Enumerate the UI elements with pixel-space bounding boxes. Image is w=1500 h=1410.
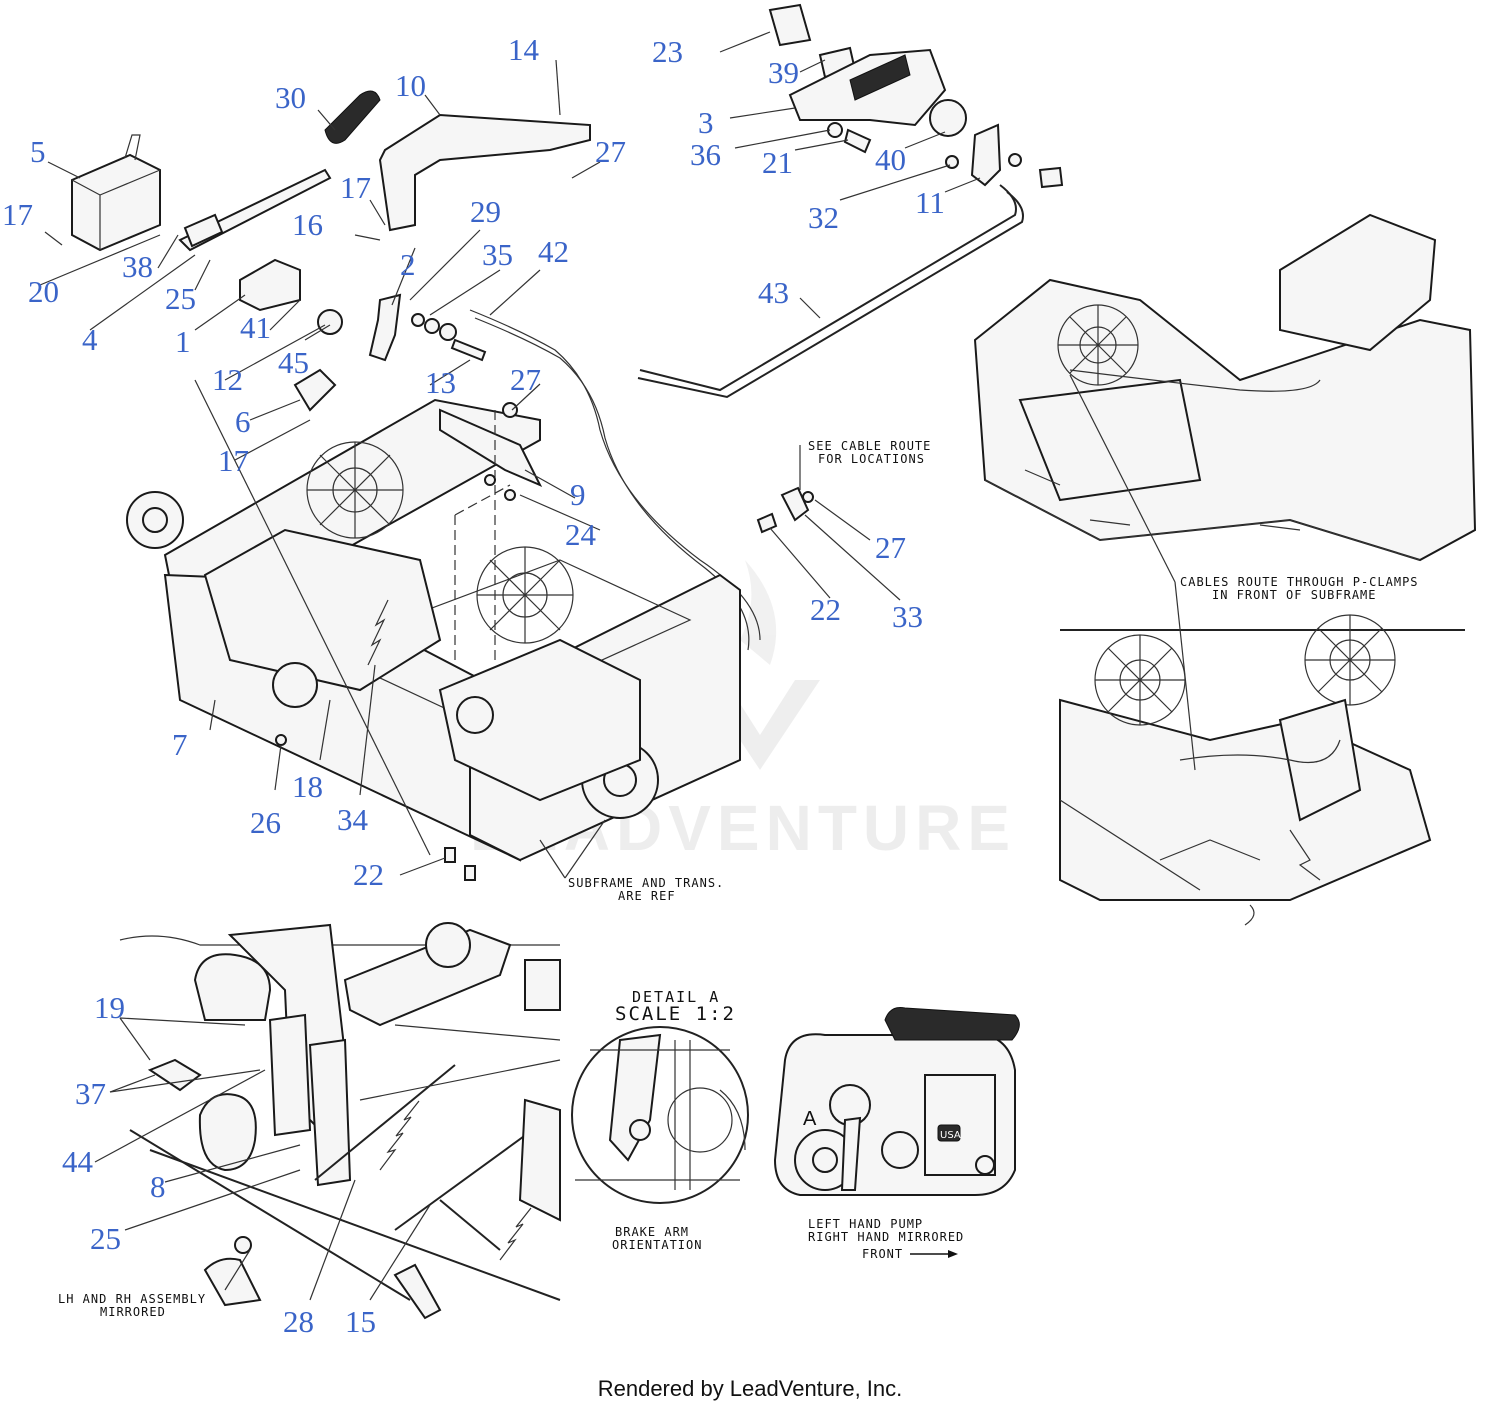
callout-25-b: 25 (90, 1221, 121, 1256)
callout-13: 13 (425, 365, 456, 400)
callout-4: 4 (82, 322, 98, 357)
brake-assembly (637, 3, 1064, 399)
callout-44: 44 (62, 1144, 94, 1179)
callout-29: 29 (470, 194, 501, 229)
cable-route-view (1059, 614, 1465, 926)
diagram-notes: SEE CABLE ROUTE FOR LOCATIONS CABLES ROU… (58, 439, 1419, 1319)
front-arrow-icon (910, 1250, 958, 1258)
installed-view-top (973, 213, 1477, 562)
note-front: FRONT (862, 1247, 903, 1261)
callout-20: 20 (28, 274, 59, 309)
callout-9: 9 (570, 477, 586, 512)
callout-numbers: 5 17 20 38 25 4 1 41 12 45 6 17 30 10 14… (2, 32, 945, 1339)
callout-19: 19 (94, 990, 125, 1025)
control-lever-assembly (71, 90, 761, 651)
callout-17-b: 17 (218, 443, 249, 478)
subframe-and-transmissions (126, 398, 814, 881)
callout-34: 34 (337, 802, 369, 837)
note-are-ref: ARE REF (618, 889, 676, 903)
callout-22-a: 22 (810, 592, 841, 627)
left-hand-pump: USA A (773, 1007, 1020, 1196)
callout-5: 5 (30, 134, 46, 169)
callout-39: 39 (768, 55, 799, 90)
callout-12: 12 (212, 362, 243, 397)
usa-badge: USA (940, 1130, 961, 1141)
brake-linkage-view (119, 922, 561, 1320)
callout-27-b: 27 (510, 362, 541, 397)
note-left-hand-pump: LEFT HAND PUMP (808, 1217, 923, 1231)
callout-41: 41 (240, 310, 271, 345)
footer-credit: Rendered by LeadVenture, Inc. (597, 1376, 903, 1401)
callout-33: 33 (892, 599, 923, 634)
callout-21: 21 (762, 145, 793, 180)
note-lh-rh-assembly: LH AND RH ASSEMBLY (58, 1292, 206, 1306)
detail-a-scale: SCALE 1:2 (615, 1003, 736, 1025)
callout-42: 42 (538, 234, 569, 269)
note-see-cable-route: SEE CABLE ROUTE (808, 439, 931, 453)
note-subframe-ref: SUBFRAME AND TRANS. (568, 876, 724, 890)
callout-7: 7 (172, 727, 188, 762)
callout-30: 30 (275, 80, 306, 115)
callout-6: 6 (235, 404, 251, 439)
callout-14: 14 (508, 32, 540, 67)
callout-40: 40 (875, 142, 906, 177)
callout-17-a: 17 (2, 197, 33, 232)
callout-15: 15 (345, 1304, 376, 1339)
note-right-hand-mirrored: RIGHT HAND MIRRORED (808, 1230, 964, 1244)
callout-27-c: 27 (875, 530, 906, 565)
callout-36: 36 (690, 137, 721, 172)
callout-11: 11 (915, 185, 945, 220)
callout-3: 3 (698, 105, 714, 140)
note-mirrored: MIRRORED (100, 1305, 166, 1319)
pump-detail-letter: A (803, 1108, 817, 1130)
callout-22-b: 22 (353, 857, 384, 892)
callout-45: 45 (278, 345, 309, 380)
callout-1: 1 (175, 324, 191, 359)
callout-37: 37 (75, 1076, 106, 1111)
callout-2: 2 (400, 247, 416, 282)
callout-27-a: 27 (595, 134, 626, 169)
callout-17-c: 17 (340, 170, 371, 205)
callout-10: 10 (395, 68, 426, 103)
callout-26: 26 (250, 805, 281, 840)
callout-32: 32 (808, 200, 839, 235)
callout-23: 23 (652, 34, 683, 69)
note-front-of-subframe: IN FRONT OF SUBFRAME (1212, 588, 1377, 602)
callout-18: 18 (292, 769, 323, 804)
callout-28: 28 (283, 1304, 314, 1339)
detail-a (571, 1026, 749, 1204)
note-brake-arm: BRAKE ARM (615, 1225, 689, 1239)
callout-25-a: 25 (165, 281, 196, 316)
detail-a-title: DETAIL A (632, 988, 720, 1006)
callout-16: 16 (292, 207, 323, 242)
note-orientation: ORIENTATION (612, 1238, 702, 1252)
leader-lines (39, 31, 1196, 1301)
callout-43: 43 (758, 275, 789, 310)
callout-8: 8 (150, 1169, 166, 1204)
callout-24: 24 (565, 517, 597, 552)
callout-38: 38 (122, 249, 153, 284)
callout-35: 35 (482, 237, 513, 272)
note-for-locations: FOR LOCATIONS (818, 452, 925, 466)
note-p-clamps: CABLES ROUTE THROUGH P-CLAMPS (1180, 575, 1419, 589)
